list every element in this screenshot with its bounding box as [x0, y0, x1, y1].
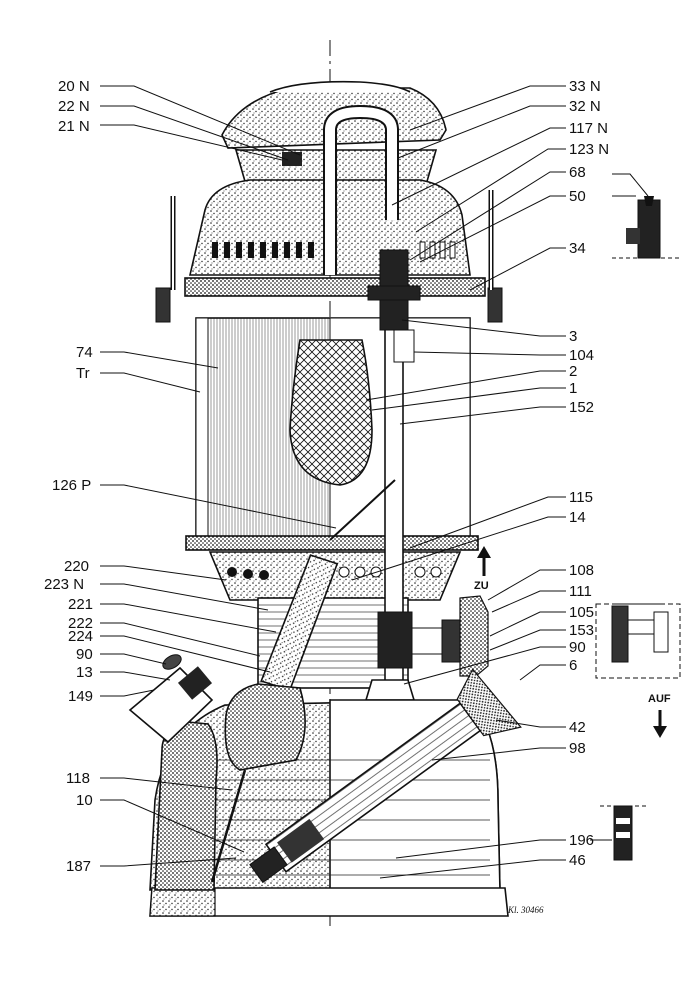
detail-valve-inset [595, 603, 681, 679]
label-152: 152 [569, 399, 594, 416]
knob-cap [459, 595, 489, 677]
label-196: 196 [569, 832, 594, 849]
label-14: 14 [569, 509, 586, 526]
preheater-cup [224, 683, 306, 771]
hood-nut [282, 152, 302, 166]
zu-arrow: ZU [474, 546, 491, 592]
valve-body [377, 611, 413, 669]
hood-top-ridge [269, 80, 411, 93]
label-98: 98 [569, 740, 586, 757]
gallery-nut-left [155, 287, 171, 323]
preheater-knob [162, 654, 182, 670]
label-22N: 22 N [58, 98, 90, 115]
label-123N: 123 N [569, 141, 609, 158]
auf-label: AUF [648, 693, 671, 705]
leader-lines [100, 85, 660, 879]
label-224: 224 [68, 628, 93, 645]
label-46: 46 [569, 852, 586, 869]
label-74: 74 [76, 344, 93, 361]
label-3: 3 [569, 328, 577, 345]
label-20N: 20 N [58, 78, 90, 95]
label-42: 42 [569, 719, 586, 736]
label-222: 222 [68, 615, 93, 632]
label-221: 221 [68, 596, 93, 613]
label-1: 1 [569, 380, 577, 397]
label-10: 10 [76, 792, 93, 809]
label-6: 6 [569, 657, 577, 674]
label-223N: 223 N [44, 576, 84, 593]
mantle [289, 339, 373, 486]
gallery-nut-right [487, 287, 503, 323]
label-34: 34 [569, 240, 586, 257]
label-220: 220 [64, 558, 89, 575]
label-153: 153 [569, 622, 594, 639]
globe-base-ring [185, 535, 479, 551]
zu-label: ZU [474, 580, 489, 592]
valve-spindle [411, 627, 443, 655]
label-90-left: 90 [76, 646, 93, 663]
label-90-right: 90 [569, 639, 586, 656]
label-126P: 126 P [52, 477, 91, 494]
auf-arrow: AUF [648, 693, 671, 738]
preheater-bottle [154, 721, 218, 891]
label-118: 118 [66, 770, 90, 787]
label-105: 105 [569, 604, 594, 621]
label-13: 13 [76, 664, 93, 681]
label-117N: 117 N [569, 120, 608, 137]
label-104: 104 [569, 347, 594, 364]
label-21N: 21 N [58, 118, 90, 135]
cleaning-rod [210, 769, 247, 883]
artist-signature: Kl. 30466 [507, 905, 544, 915]
label-2: 2 [569, 363, 577, 380]
label-187: 187 [66, 858, 91, 875]
air-pump [249, 668, 522, 884]
gallery-ring [184, 277, 486, 297]
label-68: 68 [569, 164, 586, 181]
label-111: 111 [569, 583, 592, 600]
lantern-body [128, 40, 522, 930]
label-115: 115 [569, 489, 593, 506]
part-labels: 20 N 22 N 21 N 33 N 32 N 117 N 123 N 68 … [44, 78, 609, 875]
label-Tr: Tr [76, 365, 90, 382]
detail-68 [612, 196, 680, 259]
detail-196 [600, 805, 648, 861]
label-108: 108 [569, 562, 594, 579]
label-32N: 32 N [569, 98, 601, 115]
label-50: 50 [569, 188, 586, 205]
label-33N: 33 N [569, 78, 601, 95]
label-149: 149 [68, 688, 93, 705]
